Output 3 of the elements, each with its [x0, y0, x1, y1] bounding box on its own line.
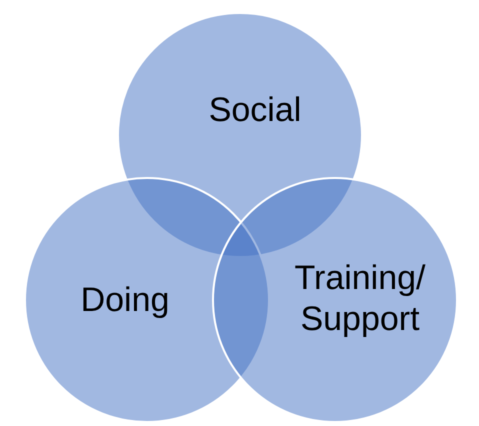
circle-label: Training/ Support — [293, 258, 427, 340]
circle-label: Social — [208, 90, 302, 131]
circle-label: Doing — [80, 280, 170, 321]
